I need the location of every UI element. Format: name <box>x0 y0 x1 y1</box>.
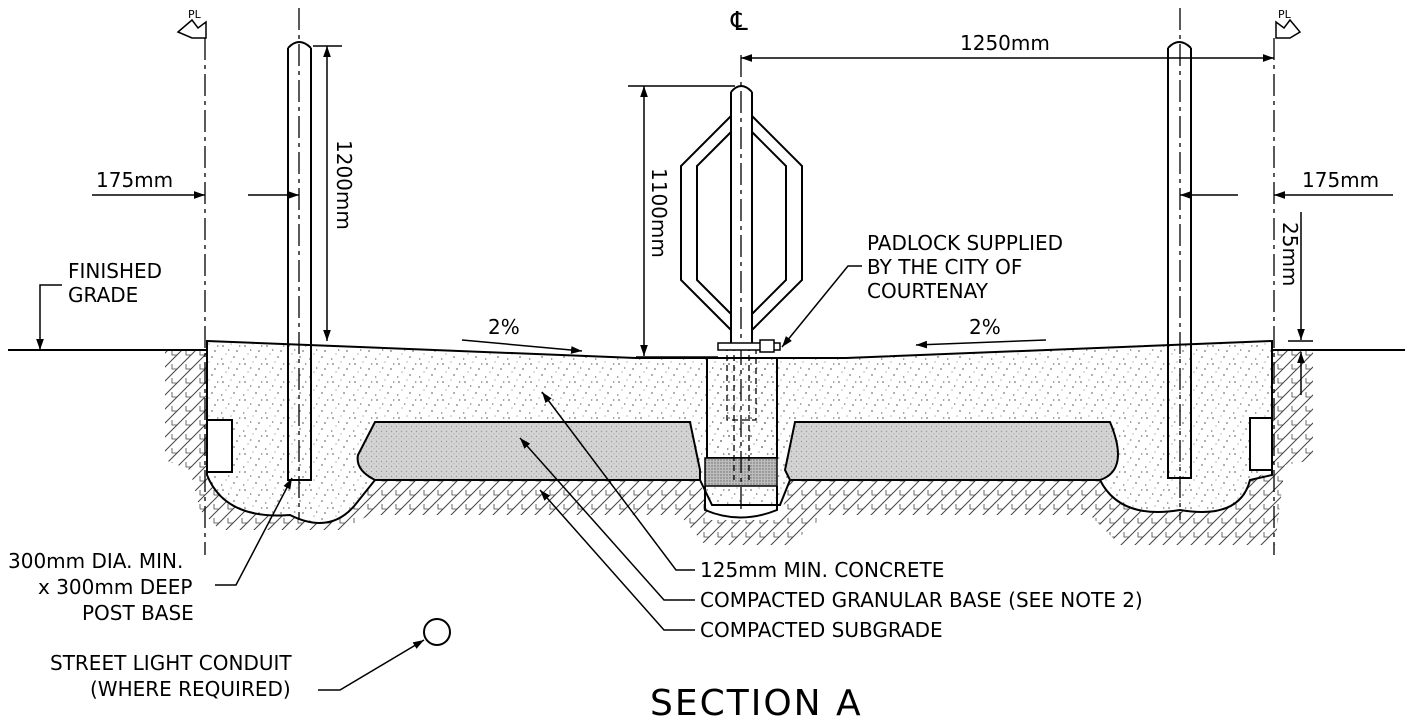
left-slab-edge-notch <box>206 419 233 473</box>
left-pl-marker: PL <box>176 8 207 39</box>
dim-25-text: 25mm <box>1278 222 1302 286</box>
conduit-label-2: (WHERE REQUIRED) <box>90 677 291 701</box>
subgrade-leader <box>539 489 695 631</box>
subgrade-label: COMPACTED SUBGRADE <box>700 618 943 642</box>
dim-175-left-text: 175mm <box>96 168 173 192</box>
granular-leader <box>519 437 695 601</box>
post-base-leader <box>215 477 293 586</box>
conduit-label-1: STREET LIGHT CONDUIT <box>50 651 292 675</box>
dim-1200-text: 1200mm <box>332 140 356 230</box>
post-base-label-2: x 300mm DEEP <box>38 575 192 599</box>
dim-1250-text: 1250mm <box>960 31 1050 55</box>
conduit-circle <box>423 618 451 646</box>
padlock-leader <box>781 265 862 348</box>
finished-grade-leader <box>36 284 62 350</box>
padlock-label-1: PADLOCK SUPPLIED <box>867 231 1063 255</box>
right-slab-edge-notch <box>1249 417 1273 471</box>
slope-right-text: 2% <box>969 315 1001 339</box>
conduit-leader <box>318 639 425 691</box>
slope-right-arrow <box>915 339 1047 349</box>
granular-label: COMPACTED GRANULAR BASE (SEE NOTE 2) <box>700 588 1143 612</box>
footing-bottom <box>704 486 778 519</box>
post-base-label-3: POST BASE <box>82 601 194 625</box>
right-bollard <box>1167 8 1192 520</box>
dim-175-right-text: 175mm <box>1302 168 1379 192</box>
slope-left-arrow <box>461 339 583 354</box>
finished-grade-label-2: GRADE <box>68 283 138 307</box>
left-bollard <box>287 8 312 520</box>
padlock-label-2: BY THE CITY OF <box>867 255 1022 279</box>
slope-left-text: 2% <box>488 315 520 339</box>
granular-base <box>356 421 701 481</box>
concrete-leader <box>541 391 695 571</box>
bike-rack <box>680 55 803 510</box>
subgrade-soil <box>165 350 1313 545</box>
dim-1100-text: 1100mm <box>647 168 671 258</box>
rack-footing <box>706 357 778 459</box>
section-title: SECTION A <box>650 683 863 724</box>
right-pl-marker: PL <box>1275 8 1302 39</box>
svg-text:PL: PL <box>1278 8 1292 21</box>
concrete-label: 125mm MIN. CONCRETE <box>700 558 944 582</box>
finished-grade-label-1: FINISHED <box>68 259 162 283</box>
svg-text:PL: PL <box>188 8 202 21</box>
granular-base-right <box>783 421 1119 481</box>
padlock-label-3: COURTENAY <box>867 279 989 303</box>
post-base-label-1: 300mm DIA. MIN. <box>8 549 183 573</box>
centerline-symbol: ℄ <box>730 7 748 37</box>
